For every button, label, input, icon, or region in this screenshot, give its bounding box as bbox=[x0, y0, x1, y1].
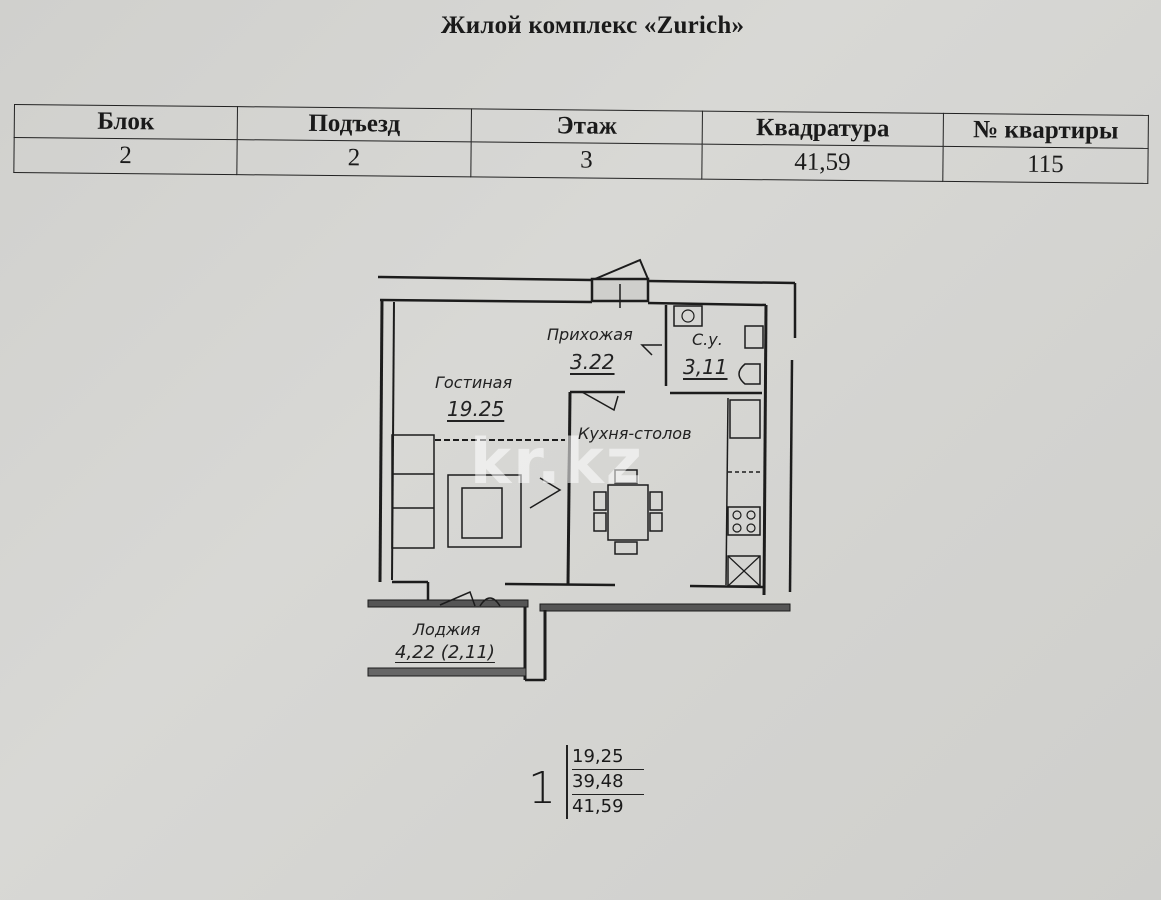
room-area-loggia: 4,22 (2,11) bbox=[395, 642, 495, 663]
room-label-loggia: Лоджия bbox=[413, 620, 481, 639]
room-label-kitchen: Кухня-столов bbox=[578, 424, 692, 443]
room-area-bathroom: 3,11 bbox=[683, 355, 728, 379]
total-area: 41,59 bbox=[572, 794, 644, 819]
page-title: Жилой комплекс «Zurich» bbox=[440, 12, 745, 39]
room-area-living-room: 19.25 bbox=[447, 397, 505, 421]
room-label-bathroom: С.у. bbox=[692, 330, 723, 349]
living-area: 19,25 bbox=[572, 746, 624, 767]
room-area-hallway: 3.22 bbox=[570, 350, 615, 374]
room-label-hallway: Прихожая bbox=[547, 325, 633, 344]
usable-area: 39,48 bbox=[572, 769, 644, 794]
rooms-count: 1 bbox=[528, 763, 556, 814]
room-label-living-room: Гостиная bbox=[435, 373, 513, 392]
watermark: kr.kz bbox=[470, 425, 644, 498]
